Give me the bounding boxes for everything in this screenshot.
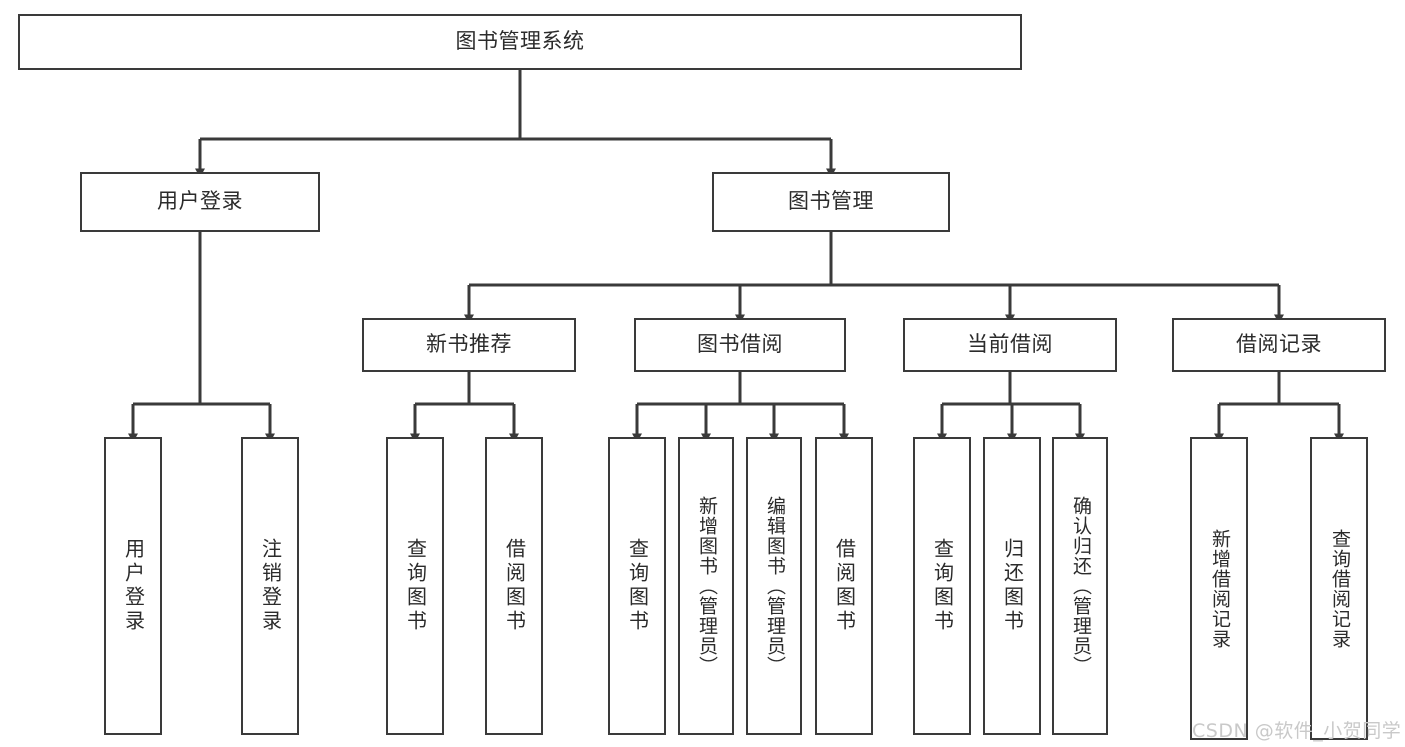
node-label: 用户登录 bbox=[157, 189, 243, 214]
node-leaf-2[interactable]: 注销登录 bbox=[241, 437, 299, 735]
node-leaf-13[interactable]: 查询借阅记录 bbox=[1310, 437, 1368, 740]
node-lvl2-login[interactable]: 用户登录 bbox=[80, 172, 320, 232]
node-label: 查询图书 bbox=[625, 538, 650, 634]
node-leaf-3[interactable]: 查询图书 bbox=[386, 437, 444, 735]
node-label: 图书管理 bbox=[788, 189, 874, 214]
node-label: 查询图书 bbox=[930, 538, 955, 634]
node-root[interactable]: 图书管理系统 bbox=[18, 14, 1022, 70]
node-lvl3-new[interactable]: 新书推荐 bbox=[362, 318, 576, 372]
node-leaf-7[interactable]: 编辑图书（管理员） bbox=[746, 437, 802, 735]
node-label: 新书推荐 bbox=[426, 332, 512, 357]
node-label: 查询图书 bbox=[403, 538, 428, 634]
node-label: 新增借阅记录 bbox=[1208, 528, 1231, 649]
node-lvl3-rec[interactable]: 借阅记录 bbox=[1172, 318, 1386, 372]
node-label: 查询借阅记录 bbox=[1328, 528, 1351, 649]
node-leaf-1[interactable]: 用户登录 bbox=[104, 437, 162, 735]
node-label: 新增图书（管理员） bbox=[695, 496, 718, 676]
node-leaf-6[interactable]: 新增图书（管理员） bbox=[678, 437, 734, 735]
node-label: 确认归还（管理员） bbox=[1069, 496, 1092, 676]
node-label: 注销登录 bbox=[258, 538, 283, 634]
node-leaf-12[interactable]: 新增借阅记录 bbox=[1190, 437, 1248, 740]
node-label: 用户登录 bbox=[121, 538, 146, 634]
node-leaf-4[interactable]: 借阅图书 bbox=[485, 437, 543, 735]
node-leaf-9[interactable]: 查询图书 bbox=[913, 437, 971, 735]
node-label: 图书借阅 bbox=[697, 332, 783, 357]
node-label: 当前借阅 bbox=[967, 332, 1053, 357]
node-leaf-8[interactable]: 借阅图书 bbox=[815, 437, 873, 735]
node-leaf-11[interactable]: 确认归还（管理员） bbox=[1052, 437, 1108, 735]
node-label: 编辑图书（管理员） bbox=[763, 496, 786, 676]
node-label: 图书管理系统 bbox=[455, 29, 585, 54]
node-lvl3-cur[interactable]: 当前借阅 bbox=[903, 318, 1117, 372]
node-lvl2-book[interactable]: 图书管理 bbox=[712, 172, 950, 232]
node-leaf-10[interactable]: 归还图书 bbox=[983, 437, 1041, 735]
node-label: 借阅图书 bbox=[832, 538, 857, 634]
node-label: 借阅图书 bbox=[502, 538, 527, 634]
node-label: 归还图书 bbox=[1000, 538, 1025, 634]
node-lvl3-borrow[interactable]: 图书借阅 bbox=[634, 318, 846, 372]
node-leaf-5[interactable]: 查询图书 bbox=[608, 437, 666, 735]
node-label: 借阅记录 bbox=[1236, 332, 1322, 357]
